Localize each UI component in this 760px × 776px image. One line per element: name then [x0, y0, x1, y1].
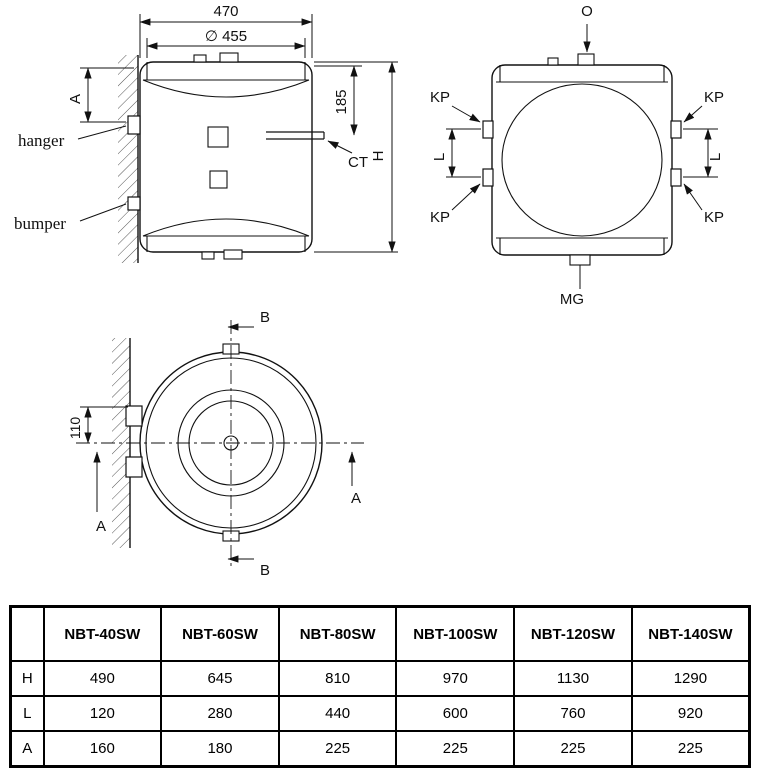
kp-leader-bottom-right	[683, 183, 703, 211]
kp-leader-top-left	[451, 105, 481, 123]
column-header-nbt-100sw: NBT-100SW	[395, 605, 516, 662]
column-header-nbt-80sw: NBT-80SW	[277, 605, 398, 662]
table-row-a: A 160 180 225 225 225 225	[9, 730, 751, 768]
ct-label: CT	[348, 154, 368, 171]
kp-bracket-top-left	[482, 120, 494, 139]
front-view-dimensions	[77, 14, 398, 253]
value-l-140: 920	[630, 695, 751, 732]
o-fitting	[577, 53, 595, 66]
value-l-80: 440	[277, 695, 398, 732]
row-label-a: A	[9, 730, 45, 768]
dim-diameter-label: ∅ 455	[205, 28, 247, 45]
dim-470-label: 470	[213, 3, 238, 20]
value-a-140: 225	[630, 730, 751, 768]
top-fitting-large	[219, 52, 239, 63]
o-label: O	[581, 3, 593, 20]
value-h-40: 490	[42, 660, 163, 697]
bottom-dome-arc	[142, 218, 310, 237]
value-h-80: 810	[277, 660, 398, 697]
bottom-fitting-large	[223, 249, 243, 260]
dim-185-label: 185	[333, 89, 350, 114]
front-view	[118, 52, 325, 263]
thermostat-box-upper	[207, 126, 229, 148]
wall-hatch-front	[118, 55, 138, 263]
kp-bracket-bottom-left	[482, 168, 494, 187]
hanger-label: hanger	[18, 131, 65, 150]
tank-body-side	[491, 64, 673, 256]
value-a-60: 180	[160, 730, 280, 768]
value-l-60: 280	[160, 695, 280, 732]
row-label-h: H	[9, 660, 45, 697]
top-view	[112, 338, 323, 548]
kp-top-right-label: KP	[704, 89, 724, 106]
value-a-100: 225	[395, 730, 516, 768]
dim-l-left-label: L	[431, 153, 448, 161]
mg-fitting	[569, 254, 591, 266]
value-h-120: 1130	[513, 660, 633, 697]
value-l-120: 760	[513, 695, 633, 732]
value-h-140: 1290	[630, 660, 751, 697]
top-view-dimensions	[76, 320, 364, 566]
kp-top-left-label: KP	[430, 89, 450, 106]
table-corner-cell	[9, 605, 45, 662]
bumper-label: bumper	[14, 214, 66, 233]
section-b-top-label: B	[260, 309, 270, 326]
value-l-100: 600	[395, 695, 516, 732]
top-fitting-small	[193, 54, 207, 63]
column-header-nbt-60sw: NBT-60SW	[160, 605, 280, 662]
kp-leader-top-right	[683, 105, 703, 123]
dim-a-label: A	[67, 94, 84, 104]
mg-label: MG	[560, 291, 584, 308]
hanger-leader-line	[77, 125, 127, 140]
kp-bracket-bottom-right	[670, 168, 682, 187]
ct-leader-line	[327, 140, 353, 154]
tank-body-front	[139, 61, 313, 253]
kp-bottom-right-label: KP	[704, 209, 724, 226]
thermostat-box-lower	[209, 170, 228, 189]
value-a-40: 160	[42, 730, 163, 768]
section-b-bottom-label: B	[260, 562, 270, 579]
kp-leader-bottom-left	[451, 183, 481, 211]
kp-bracket-top-right	[670, 120, 682, 139]
column-header-nbt-120sw: NBT-120SW	[513, 605, 633, 662]
dome-profile	[501, 83, 663, 237]
dim-l-right-label: L	[707, 153, 724, 161]
value-a-120: 225	[513, 730, 633, 768]
value-l-40: 120	[42, 695, 163, 732]
table-row-h: H 490 645 810 970 1130 1290	[9, 660, 751, 697]
spec-table: NBT-40SW NBT-60SW NBT-80SW NBT-100SW NBT…	[9, 605, 751, 768]
hanger-bracket-top-view-upper	[125, 405, 143, 427]
table-row-l: L 120 280 440 600 760 920	[9, 695, 751, 732]
value-h-100: 970	[395, 660, 516, 697]
bumper-bracket	[127, 196, 141, 211]
side-view-dimensions	[446, 24, 718, 289]
column-header-nbt-140sw: NBT-140SW	[630, 605, 751, 662]
table-header-row: NBT-40SW NBT-60SW NBT-80SW NBT-100SW NBT…	[9, 605, 751, 662]
kp-bottom-left-label: KP	[430, 209, 450, 226]
dim-110-label: 110	[67, 417, 83, 440]
hanger-bracket-top-view-lower	[125, 456, 143, 478]
section-a-right-label: A	[351, 490, 361, 507]
top-vent-fitting	[547, 57, 559, 66]
side-view	[482, 53, 682, 266]
value-h-60: 645	[160, 660, 280, 697]
section-a-left-label: A	[96, 518, 106, 535]
bumper-leader-line	[79, 203, 127, 222]
dim-h-label: H	[370, 151, 387, 162]
bottom-fitting-small	[201, 251, 215, 260]
technical-drawing: 470 ∅ 455 A 185 hanger bumper CT H	[14, 3, 724, 579]
hanger-bracket	[127, 115, 141, 135]
column-header-nbt-40sw: NBT-40SW	[42, 605, 163, 662]
value-a-80: 225	[277, 730, 398, 768]
row-label-l: L	[9, 695, 45, 732]
top-dome-arc	[142, 79, 310, 98]
